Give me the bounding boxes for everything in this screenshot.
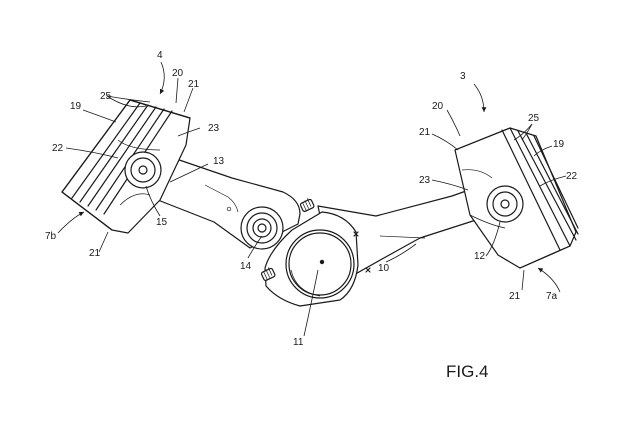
label-21-right-top: 21	[419, 127, 431, 138]
label-21-right-bottom: 21	[509, 291, 521, 302]
label-11: 11	[293, 337, 304, 348]
label-22-right: 22	[566, 171, 578, 182]
crank-body	[139, 149, 501, 307]
label-4: 4	[157, 50, 163, 61]
left-piston	[61, 99, 191, 234]
label-20-left: 20	[172, 68, 184, 79]
label-23-right: 23	[419, 175, 431, 186]
leader-lines	[57, 61, 567, 337]
label-3: 3	[460, 71, 466, 82]
label-25-right: 25	[528, 113, 540, 124]
label-21-left-top: 21	[188, 79, 200, 90]
label-13: 13	[213, 156, 225, 167]
label-22-left: 22	[52, 143, 64, 154]
right-piston	[454, 127, 579, 269]
label-19-left: 19	[70, 101, 82, 112]
label-7a: 7a	[546, 291, 558, 302]
label-7b: 7b	[45, 231, 57, 242]
label-20-right: 20	[432, 101, 444, 112]
label-21-left-bottom: 21	[89, 248, 101, 259]
label-23-left: 23	[208, 123, 220, 134]
label-19-right: 19	[553, 139, 565, 150]
figure-label: FIG.4	[446, 362, 489, 381]
label-12: 12	[474, 251, 486, 262]
reference-numerals: 4 20 21 25 19 23 22 13 15 7b 21 14 11 10…	[45, 50, 578, 348]
label-14: 14	[240, 261, 252, 272]
label-25-left: 25	[100, 91, 112, 102]
label-10: 10	[378, 263, 390, 274]
label-15: 15	[156, 217, 168, 228]
